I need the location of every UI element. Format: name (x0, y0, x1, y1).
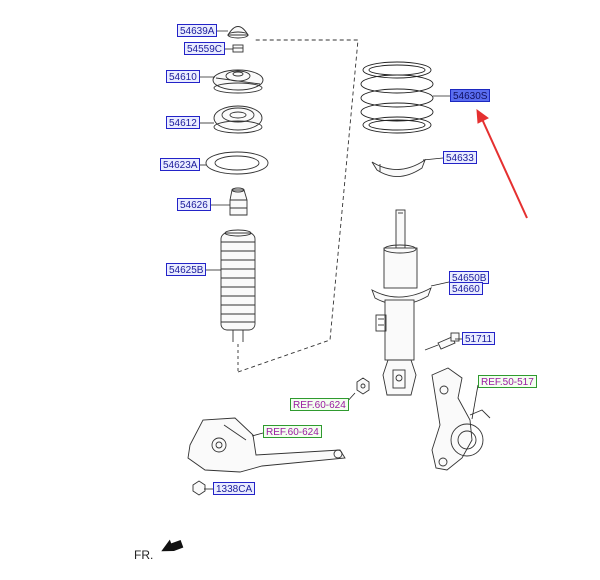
part-label-54559c[interactable]: 54559C (184, 42, 226, 55)
part-label-54630s[interactable]: 54630S (450, 89, 491, 102)
bearing-drawing (213, 105, 263, 134)
part-label-51711[interactable]: 51711 (462, 332, 496, 345)
lower-control-arm-drawing (187, 417, 346, 473)
front-direction-arrow (161, 539, 184, 552)
part-label-54626[interactable]: 54626 (177, 198, 211, 211)
strut-assembly-drawing (371, 209, 432, 396)
part-label-54639a[interactable]: 54639A (177, 24, 218, 37)
ref-label-60-624-lower[interactable]: REF.60-624 (263, 425, 322, 438)
part-label-54612[interactable]: 54612 (166, 116, 200, 129)
part-label-54633[interactable]: 54633 (443, 151, 477, 164)
bolt-drawing (424, 332, 460, 351)
part-label-1338ca[interactable]: 1338CA (213, 482, 256, 495)
part-label-54610[interactable]: 54610 (166, 70, 200, 83)
nut-drawing (232, 44, 244, 53)
front-direction-label: FR. (134, 548, 154, 562)
bump-stopper-drawing (229, 187, 248, 216)
steering-knuckle-drawing (431, 367, 491, 471)
dust-boot-drawing (220, 229, 256, 342)
dust-cap-drawing (227, 26, 249, 39)
strut-mount-drawing (212, 69, 264, 94)
part-label-54625b[interactable]: 54625B (166, 263, 207, 276)
lower-spring-pad-drawing (371, 158, 426, 177)
nut-lower-drawing (356, 377, 370, 395)
ref-label-50-517[interactable]: REF.50-517 (478, 375, 537, 388)
spring-pad-drawing (205, 151, 269, 175)
part-label-54660[interactable]: 54660 (449, 282, 483, 295)
coil-spring-drawing (360, 61, 434, 134)
highlight-arrow (476, 108, 528, 219)
bolt-1338ca-drawing (192, 480, 206, 496)
ref-label-60-624-upper[interactable]: REF.60-624 (290, 398, 349, 411)
part-label-54623a[interactable]: 54623A (160, 158, 201, 171)
